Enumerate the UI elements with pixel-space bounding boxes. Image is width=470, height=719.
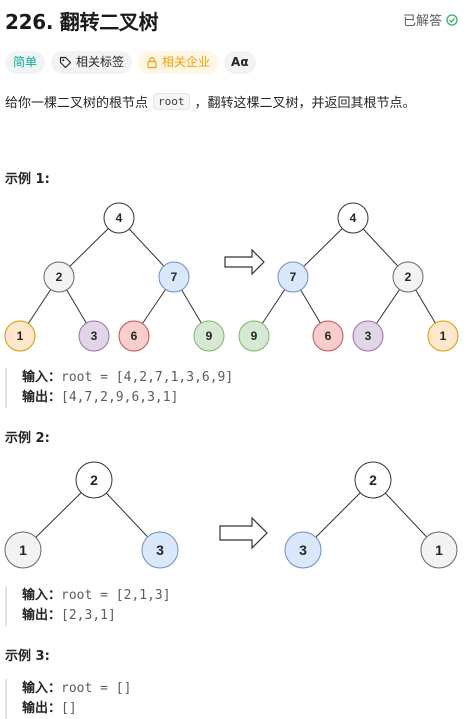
tree-node: 2 — [75, 461, 113, 499]
example-3-input: 输入：root = [] — [22, 679, 131, 699]
difficulty-badge[interactable]: 简单 — [5, 51, 46, 74]
transform-arrow-icon — [224, 248, 265, 276]
example-3-title: 示例 3: — [5, 649, 50, 664]
related-topics-button[interactable]: 相关标签 — [51, 51, 133, 74]
example-3-output: 输出：[] — [22, 699, 131, 719]
example-1-diagram: 4 2 7 1 3 6 9 4 7 2 9 6 3 1 — [4, 202, 459, 352]
tree-node-label: 9 — [206, 329, 213, 343]
output-label: 输出： — [22, 390, 62, 405]
tree-node-label: 3 — [299, 542, 307, 558]
tree-node: 1 — [4, 531, 42, 569]
example-2-diagram: 2 1 3 2 3 1 — [4, 461, 458, 569]
example-1-title: 示例 1: — [5, 172, 50, 187]
tree-node: 6 — [312, 320, 344, 352]
tree-node: 3 — [352, 320, 384, 352]
description-text-after: ，翻转这棵二叉树，并返回其根节点。 — [194, 96, 416, 111]
tree-node-label: 3 — [365, 329, 372, 343]
example-2-io: 输入：root = [2,1,3] 输出：[2,3,1] — [5, 586, 171, 626]
tree-node-label: 6 — [325, 329, 332, 343]
tree-node-label: 7 — [171, 270, 178, 284]
font-size-button[interactable]: Aα — [224, 51, 256, 74]
tree-node: 9 — [238, 320, 270, 352]
check-circle-icon — [446, 13, 458, 26]
tree-node-label: 4 — [116, 211, 123, 225]
tree-node-label: 3 — [156, 542, 164, 558]
tree-node: 7 — [277, 261, 309, 293]
output-value: [2,3,1] — [61, 608, 116, 623]
tree-node-label: 4 — [350, 211, 357, 225]
output-value: [4,7,2,9,6,3,1] — [61, 390, 179, 405]
tree-node: 3 — [78, 320, 110, 352]
tree-node: 2 — [354, 461, 392, 499]
input-value: root = [4,2,7,1,3,6,9] — [61, 370, 234, 385]
tree-node: 3 — [141, 531, 179, 569]
lock-icon — [147, 57, 157, 69]
example-1-io: 输入：root = [4,2,7,1,3,6,9] 输出：[4,7,2,9,6,… — [5, 368, 233, 408]
related-topics-label: 相关标签 — [76, 55, 125, 69]
transform-arrow-icon — [219, 516, 268, 550]
tree-node-label: 6 — [131, 329, 138, 343]
tree-node-label: 1 — [440, 329, 447, 343]
solved-status-label: 已解答 — [402, 14, 442, 29]
tree-node: 2 — [43, 261, 75, 293]
description-code: root — [153, 93, 190, 110]
tree-node: 4 — [103, 202, 135, 234]
tree-node: 1 — [427, 320, 459, 352]
tree-node-label: 1 — [19, 542, 27, 558]
tree-node: 2 — [392, 261, 424, 293]
example-3-io: 输入：root = [] 输出：[] — [5, 679, 131, 719]
related-companies-button[interactable]: 相关企业 — [138, 51, 219, 74]
problem-title: 226. 翻转二叉树 — [5, 10, 159, 34]
input-label: 输入： — [22, 588, 62, 603]
tree-node-label: 1 — [435, 542, 443, 558]
tree-node-label: 2 — [90, 472, 98, 488]
tree-node: 1 — [420, 531, 458, 569]
problem-description: 给你一棵二叉树的根节点 root ，翻转这棵二叉树，并返回其根节点。 — [5, 92, 416, 111]
output-label: 输出： — [22, 608, 62, 623]
tree-node: 1 — [4, 320, 36, 352]
tree-node: 6 — [118, 320, 150, 352]
tree-node-label: 2 — [56, 270, 63, 284]
tag-icon — [59, 56, 72, 69]
input-value: root = [2,1,3] — [61, 588, 171, 603]
tree-before-1: 4 2 7 1 3 6 9 — [4, 202, 225, 352]
example-2-input: 输入：root = [2,1,3] — [22, 586, 171, 606]
tree-node: 4 — [337, 202, 369, 234]
tree-node-label: 7 — [290, 270, 297, 284]
solved-status: 已解答 — [403, 10, 458, 29]
input-label: 输入： — [22, 370, 62, 385]
example-2-output: 输出：[2,3,1] — [22, 606, 171, 626]
input-value: root = [] — [61, 681, 132, 696]
tree-node-label: 1 — [17, 329, 24, 343]
tree-after-2: 2 3 1 — [284, 461, 458, 569]
tree-before-2: 2 1 3 — [4, 461, 179, 569]
tree-node: 3 — [284, 531, 322, 569]
example-1-input: 输入：root = [4,2,7,1,3,6,9] — [22, 368, 233, 388]
input-label: 输入： — [22, 681, 62, 696]
output-label: 输出： — [22, 701, 62, 716]
tree-node-label: 3 — [91, 329, 98, 343]
example-1-output: 输出：[4,7,2,9,6,3,1] — [22, 388, 233, 408]
related-companies-label: 相关企业 — [162, 55, 211, 69]
tree-node-label: 2 — [405, 270, 412, 284]
tree-node-label: 2 — [369, 472, 377, 488]
tag-bar: 简单 相关标签 相关企业 Aα — [5, 51, 256, 74]
description-text-before: 给你一棵二叉树的根节点 — [5, 96, 149, 111]
output-value: [] — [61, 701, 77, 716]
tree-node: 7 — [158, 261, 190, 293]
example-2-title: 示例 2: — [5, 431, 50, 446]
tree-node: 9 — [193, 320, 225, 352]
tree-node-label: 9 — [251, 329, 258, 343]
tree-after-1: 4 7 2 9 6 3 1 — [238, 202, 459, 352]
